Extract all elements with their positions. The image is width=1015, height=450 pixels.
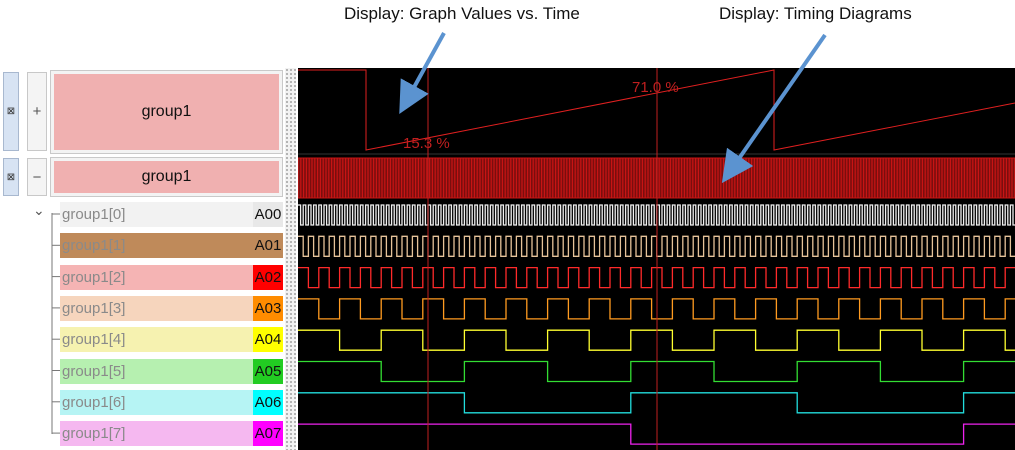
channel-row[interactable]: group1[4] A04 [60, 327, 283, 353]
graph-max-value: 71.0 % [632, 79, 679, 96]
channel-waveform [298, 423, 1015, 445]
channel-id-badge: A05 [253, 358, 283, 384]
channel-waveform [298, 392, 1015, 414]
channel-id-badge: A03 [253, 295, 283, 321]
channel-label: group1[2] [62, 268, 126, 286]
group2-collapse-button[interactable]: − [27, 158, 47, 196]
channel-row-background [60, 358, 253, 384]
channel-id-badge: A00 [253, 202, 283, 227]
channel-label: group1[0] [62, 206, 126, 223]
channel-row-background [60, 202, 253, 227]
panel-splitter[interactable] [285, 68, 296, 450]
channel-row-background [60, 264, 253, 290]
group1-graph-header[interactable]: group1 [50, 70, 283, 154]
group1-expand-button[interactable]: + [27, 72, 47, 151]
channel-label: group1[7] [62, 425, 126, 443]
channel-row[interactable]: group1[7] A07 [60, 421, 283, 447]
channel-waveform [298, 298, 1015, 320]
channel-row[interactable]: group1[2] A02 [60, 264, 283, 290]
tree-toggle-icon[interactable]: ⌄ [33, 202, 45, 218]
group1-bus-header[interactable]: group1 [50, 157, 283, 197]
tree-connector-lines [51, 213, 60, 434]
channel-row[interactable]: group1[1] A01 [60, 233, 283, 259]
channel-label: group1[5] [62, 362, 126, 380]
group1-bus-label: group1 [54, 161, 279, 193]
channel-row[interactable]: group1[6] A06 [60, 389, 283, 415]
channel-row-background [60, 421, 253, 447]
channel-id-badge: A06 [253, 389, 283, 415]
channel-id-badge: A02 [253, 264, 283, 290]
channel-id-badge: A01 [253, 233, 283, 259]
waveform-display [298, 68, 1015, 450]
group1-close-icon[interactable]: ⊠ [3, 72, 19, 151]
group2-close-icon[interactable]: ⊠ [3, 158, 19, 196]
channel-label: group1[3] [62, 299, 126, 317]
channel-id-badge: A04 [253, 327, 283, 353]
channel-label: group1[6] [62, 393, 126, 411]
callout-graph-values: Display: Graph Values vs. Time [344, 4, 580, 23]
channel-waveform [298, 329, 1015, 351]
channel-row-background [60, 233, 253, 259]
channel-label: group1[1] [62, 237, 126, 255]
channel-id-badge: A07 [253, 421, 283, 447]
group1-graph-label: group1 [54, 74, 279, 150]
channel-row[interactable]: group1[3] A03 [60, 295, 283, 321]
channel-row-background [60, 327, 253, 353]
bus-trace [298, 158, 1015, 198]
channel-label: group1[4] [62, 331, 126, 349]
channel-row[interactable]: group1[5] A05 [60, 358, 283, 384]
channel-row-background [60, 389, 253, 415]
channel-row-background [60, 295, 253, 321]
channel-row[interactable]: group1[0] A00 [60, 202, 283, 227]
callout-timing-diagrams: Display: Timing Diagrams [719, 4, 912, 23]
channel-waveform [298, 360, 1015, 383]
graph-min-value: 15.3 % [403, 135, 450, 152]
